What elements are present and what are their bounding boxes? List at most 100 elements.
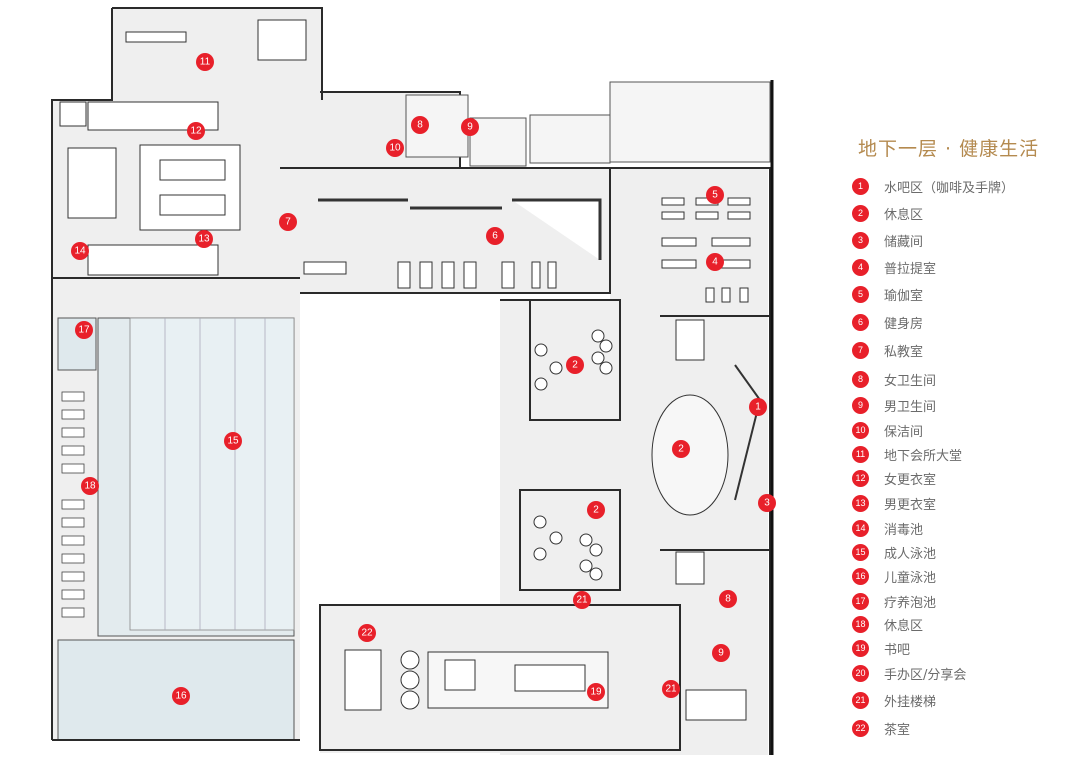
marker-number: 7 xyxy=(285,217,291,228)
legend-badge: 4 xyxy=(852,258,869,276)
room-marker-18: 18 xyxy=(81,477,99,495)
legend-label: 地下会所大堂 xyxy=(884,448,963,464)
marker-number: 8 xyxy=(417,120,423,131)
marker-dot xyxy=(712,644,730,662)
legend-badge: 10 xyxy=(852,421,869,439)
locker-rooms xyxy=(59,101,241,276)
marker-number: 6 xyxy=(492,231,498,242)
marker-number: 21 xyxy=(576,595,588,606)
legend-label: 休息区 xyxy=(884,618,924,634)
legend-label: 休息区 xyxy=(884,207,924,223)
legend-label: 普拉提室 xyxy=(884,261,937,277)
marker-dot xyxy=(662,680,680,698)
room-marker-22: 22 xyxy=(358,624,376,642)
marker-dot xyxy=(81,477,99,495)
marker-dot xyxy=(758,494,776,512)
room-marker-4: 4 xyxy=(706,253,724,271)
marker-number: 4 xyxy=(712,257,718,268)
room-marker-2: 2 xyxy=(672,440,690,458)
marker-number: 18 xyxy=(84,481,96,492)
legend-badge: 5 xyxy=(852,285,869,303)
room-marker-19: 19 xyxy=(587,683,605,701)
marker-number: 5 xyxy=(712,190,718,201)
marker-number: 16 xyxy=(175,691,187,702)
marker-dot xyxy=(672,440,690,458)
marker-number: 1 xyxy=(755,402,761,413)
marker-number: 21 xyxy=(665,684,677,695)
room-marker-8: 8 xyxy=(719,590,737,608)
room-marker-14: 14 xyxy=(71,242,89,260)
marker-number: 8 xyxy=(725,594,731,605)
marker-dot xyxy=(573,591,591,609)
legend-label: 健身房 xyxy=(884,316,924,332)
legend-item-2: 2 休息区 xyxy=(852,203,923,223)
legend-badge: 14 xyxy=(852,519,869,537)
room-marker-2: 2 xyxy=(587,501,605,519)
legend-label: 儿童泳池 xyxy=(884,570,937,586)
legend-item-4: 4 普拉提室 xyxy=(852,257,936,277)
marker-number: 17 xyxy=(78,325,90,336)
legend-badge: 1 xyxy=(852,177,869,195)
marker-dot xyxy=(358,624,376,642)
legend-badge: 17 xyxy=(852,592,869,610)
yoga-mats xyxy=(661,197,751,303)
room-marker-6: 6 xyxy=(486,227,504,245)
room-marker-9: 9 xyxy=(712,644,730,662)
legend-label: 书吧 xyxy=(884,642,911,658)
room-marker-21: 21 xyxy=(662,680,680,698)
legend-badge: 18 xyxy=(852,615,869,633)
marker-dot xyxy=(75,321,93,339)
room-marker-17: 17 xyxy=(75,321,93,339)
legend-item-19: 19 书吧 xyxy=(852,638,910,658)
marker-dot xyxy=(566,356,584,374)
marker-dot xyxy=(196,53,214,71)
legend-item-18: 18 休息区 xyxy=(852,614,923,634)
room-marker-10: 10 xyxy=(386,139,404,157)
legend-label: 男更衣室 xyxy=(884,497,937,513)
legend-badge: 15 xyxy=(852,543,869,561)
room-marker-3: 3 xyxy=(758,494,776,512)
legend-item-11: 11 地下会所大堂 xyxy=(852,444,962,464)
legend-badge: 2 xyxy=(852,204,869,222)
room-marker-9: 9 xyxy=(461,118,479,136)
marker-number: 3 xyxy=(764,498,770,509)
legend-badge: 19 xyxy=(852,639,869,657)
marker-dot xyxy=(749,398,767,416)
legend-badge: 7 xyxy=(852,341,869,359)
marker-number: 19 xyxy=(590,687,602,698)
gym-equipment xyxy=(303,198,602,289)
room-marker-16: 16 xyxy=(172,687,190,705)
stairs-south xyxy=(675,319,747,721)
legend-badge: 21 xyxy=(852,691,869,709)
legend-badge: 3 xyxy=(852,231,869,249)
marker-dot xyxy=(719,590,737,608)
marker-number: 2 xyxy=(593,505,599,516)
room-marker-11: 11 xyxy=(196,53,214,71)
loungers xyxy=(61,391,85,618)
marker-number: 2 xyxy=(572,360,578,371)
marker-number: 13 xyxy=(198,234,210,245)
marker-number: 15 xyxy=(227,436,239,447)
legend-badge: 11 xyxy=(852,445,869,463)
legend-label: 女卫生间 xyxy=(884,373,937,389)
room-marker-2: 2 xyxy=(566,356,584,374)
legend-label: 男卫生间 xyxy=(884,399,937,415)
marker-number: 9 xyxy=(718,648,724,659)
lounge-furniture xyxy=(533,329,762,581)
marker-number: 14 xyxy=(74,246,86,257)
rooms-north xyxy=(405,81,771,167)
